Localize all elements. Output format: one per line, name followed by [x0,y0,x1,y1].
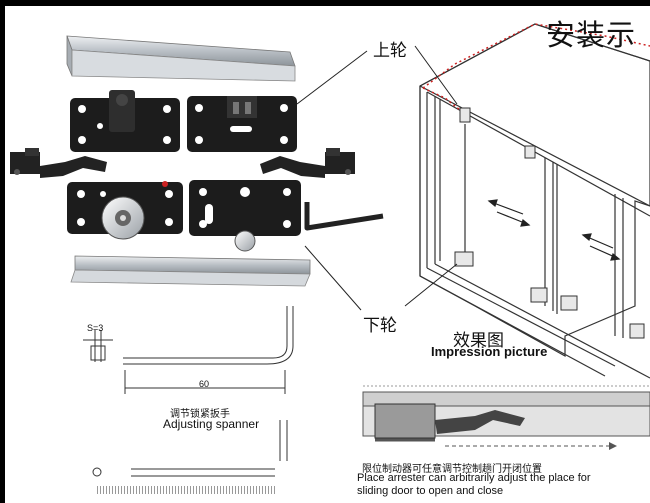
cabinet-drawing [419,23,650,379]
lower-bracket-left [67,182,183,240]
impression-title-en: Impression picture [431,344,548,359]
spanner-caption-en: Adjusting spanner [163,417,260,431]
upper-bracket-left [70,90,180,152]
lower-wheel-label: 下轮 [363,316,397,336]
arrester-drawing [362,385,650,450]
arrester-caption-en-2: sliding door to open and close [357,485,504,497]
dimension-length: 60 [199,379,210,389]
arrester-caption-en-1: Place arrester can arbitrarily adjust th… [357,472,591,484]
top-rail-channel [66,35,296,82]
allen-key [304,202,384,231]
illustration [10,23,650,494]
direction-arrows [487,199,621,261]
page-title: 安装示 [546,18,637,52]
leader-lines [296,45,458,311]
stopper-right [260,148,355,178]
lower-bracket-right [189,180,301,252]
red-dotted-line [422,23,650,111]
upper-wheel-label: 上轮 [373,41,407,61]
cabinet-bottom-fittings [454,107,645,339]
arrester-caption-cn: 限位制动器可任意调节控制趟门开闭位置 [362,464,542,475]
stopper-left [10,148,107,178]
figure: 安装示 上轮 下轮 效果图 Impression picture S=3 60 … [5,6,650,503]
upper-bracket-right [187,96,297,152]
spanner-caption-cn: 调节锁紧扳手 [170,409,230,420]
dimension-s: S=3 [87,323,104,333]
impression-title-cn: 效果图 [453,331,504,351]
red-mark [162,181,168,187]
bottom-rail [70,255,311,287]
spanner-drawing [83,306,294,477]
